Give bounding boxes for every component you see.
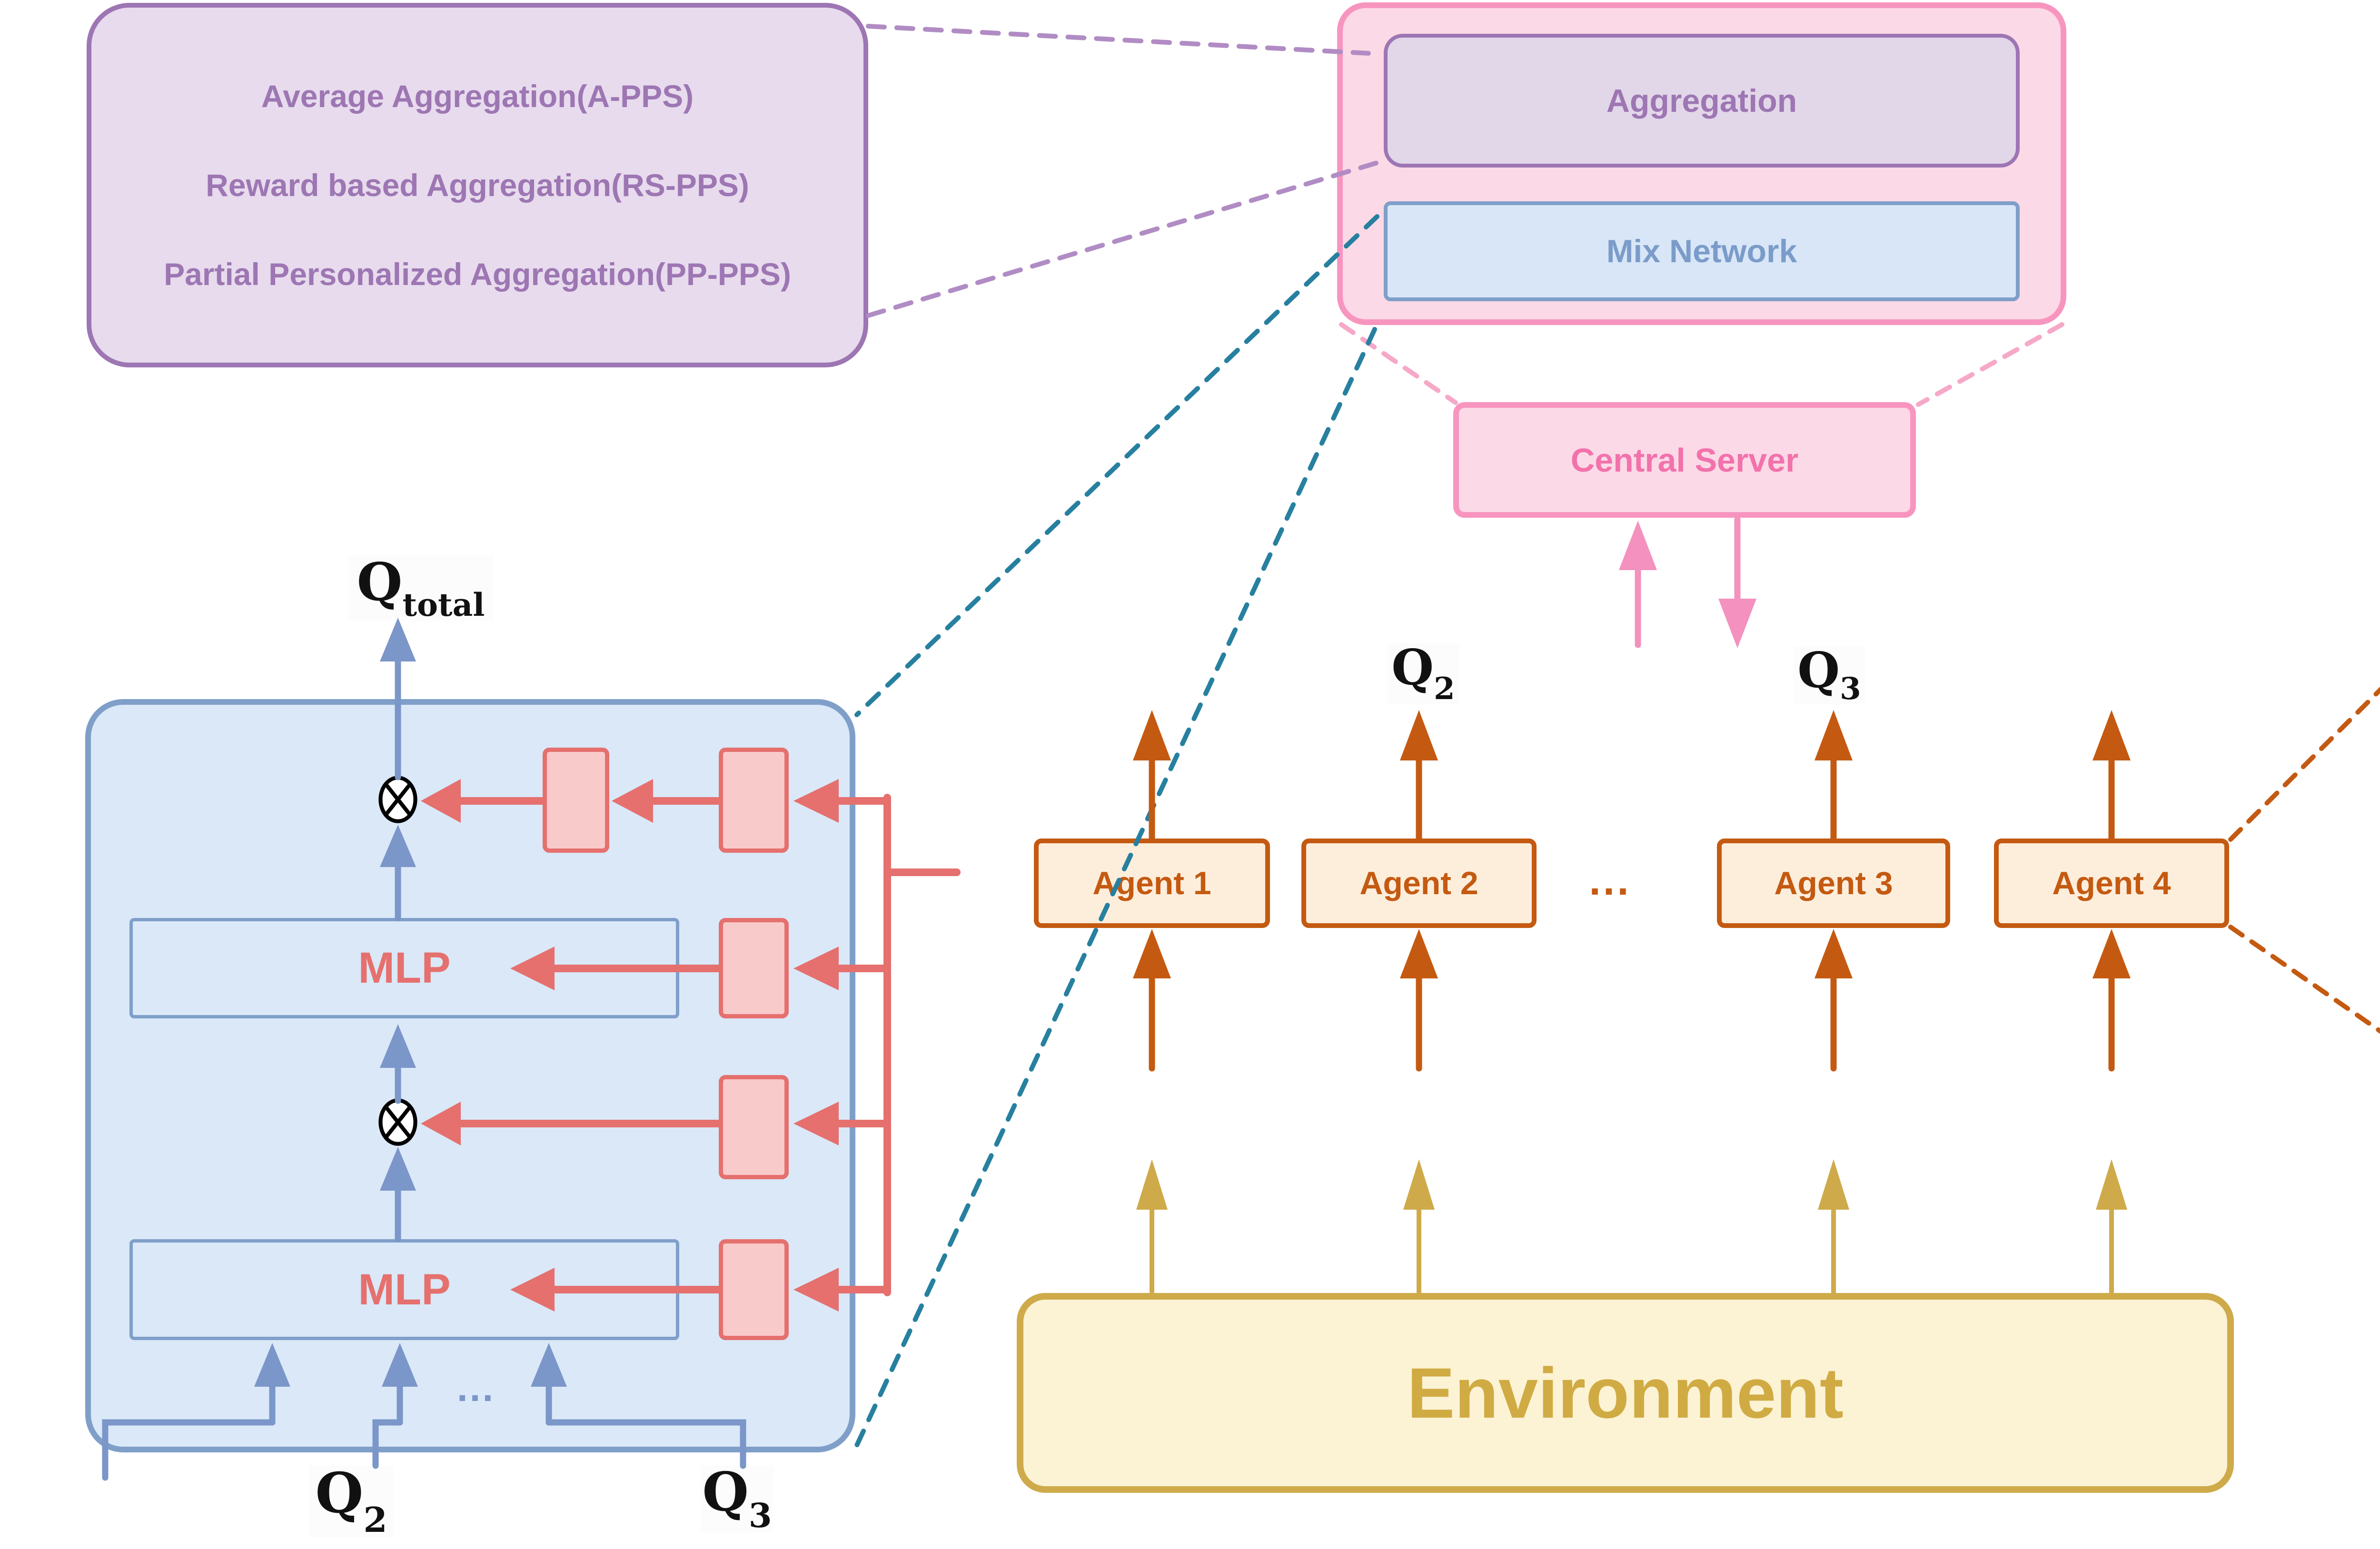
agent3-in-head <box>1815 929 1853 978</box>
q3-input-chip: Q 3 <box>701 1466 774 1532</box>
q-total-base: Q <box>357 551 403 612</box>
mixing-mlp-lower-label: MLP <box>358 1265 451 1314</box>
env-arrow-3-head <box>1818 1159 1849 1210</box>
weight-rect-1b <box>719 748 789 853</box>
agent4-in-head <box>2092 929 2131 978</box>
agent4-to-rnn-dash-bottom <box>2228 925 2380 1034</box>
server-comm-arrows <box>1619 516 1756 648</box>
q2-sub: 2 <box>1434 671 1455 707</box>
agents-ellipsis: ... <box>1589 857 1631 904</box>
weight-rect-3 <box>719 1075 789 1179</box>
mixing-mlp-upper-label: MLP <box>358 944 451 992</box>
q3-sub: 3 <box>1840 671 1861 707</box>
agent-1-box: Agent 1 <box>1034 839 1270 928</box>
aggregation-module-box: Aggregation <box>1384 34 2020 168</box>
env-arrow-1-head <box>1136 1159 1168 1210</box>
environment-label: Environment <box>1407 1352 1844 1433</box>
env-arrow-4-head <box>2096 1159 2127 1210</box>
env-arrow-2-head <box>1403 1159 1435 1210</box>
q2-input-chip: Q 2 <box>309 1466 394 1537</box>
mix-network-label: Mix Network <box>1606 233 1797 269</box>
agent-2-box: Agent 2 <box>1301 839 1537 928</box>
arrow-to-qtotal-head <box>380 618 416 661</box>
legend-item-rs-pps: Reward based Aggregation(RS-PPS) <box>206 167 749 203</box>
weight-rect-2 <box>719 918 789 1018</box>
q2-output-chip: Q 2 <box>1388 643 1459 704</box>
container-to-server-dash-left <box>1339 322 1458 405</box>
legend-item-a-pps: Average Aggregation(A-PPS) <box>261 78 694 114</box>
legend-item-pp-pps: Partial Personalized Aggregation(PP-PPS) <box>164 256 791 292</box>
multiply-operator-icon-upper <box>378 776 417 823</box>
q2-input-base: Q <box>315 1461 364 1526</box>
download-arrow-head <box>1718 599 1756 648</box>
agent2-up-head <box>1400 710 1438 760</box>
q-total-chip: Q total <box>348 556 494 621</box>
environment-gold-arrows <box>1136 1159 2127 1294</box>
mixnet-to-panel-dash-top <box>854 214 1379 717</box>
q-total-sub: total <box>402 586 485 623</box>
central-server-box: Central Server <box>1453 402 1916 518</box>
agent4-to-rnn-dash-top <box>2228 686 2380 842</box>
environment-box: Environment <box>1017 1293 2234 1493</box>
q3-input-base: Q <box>702 1461 749 1523</box>
legend-to-aggregation-dash-bottom <box>866 159 1383 318</box>
weight-rect-1a <box>543 748 609 853</box>
agent4-up-head <box>2092 710 2131 760</box>
agent1-up-head <box>1133 710 1171 760</box>
agent1-in-head <box>1133 929 1171 978</box>
q3-base: Q <box>1797 642 1840 699</box>
upload-arrow-head <box>1619 521 1657 570</box>
container-to-server-dash-right <box>1916 322 2064 407</box>
aggregation-label: Aggregation <box>1606 82 1797 119</box>
mixing-mlp-upper-box: MLP <box>129 918 679 1018</box>
agent-3-box: Agent 3 <box>1717 839 1950 928</box>
weight-rect-4 <box>719 1239 789 1340</box>
legend-to-aggregation-dash-top <box>866 24 1371 56</box>
multiply-operator-icon-lower <box>378 1098 417 1146</box>
agent-1-label: Agent 1 <box>1092 865 1211 901</box>
central-server-label: Central Server <box>1570 441 1799 479</box>
agent2-in-head <box>1400 929 1438 978</box>
agent-4-label: Agent 4 <box>2052 865 2171 901</box>
mix-network-module-box: Mix Network <box>1384 201 2020 301</box>
q3-input-sub: 3 <box>748 1496 772 1535</box>
mixing-inputs-ellipsis: ... <box>456 1366 496 1410</box>
agent3-up-head <box>1815 710 1853 760</box>
agent-4-box: Agent 4 <box>1994 839 2229 928</box>
agent-3-label: Agent 3 <box>1774 865 1893 901</box>
mixing-mlp-lower-box: MLP <box>129 1239 679 1340</box>
q2-input-sub: 2 <box>363 1500 387 1540</box>
aggregation-methods-legend: Average Aggregation(A-PPS) Reward based … <box>87 3 868 367</box>
q3-output-chip: Q 3 <box>1794 646 1865 704</box>
q2-base: Q <box>1391 639 1434 696</box>
agent-2-label: Agent 2 <box>1359 865 1478 901</box>
